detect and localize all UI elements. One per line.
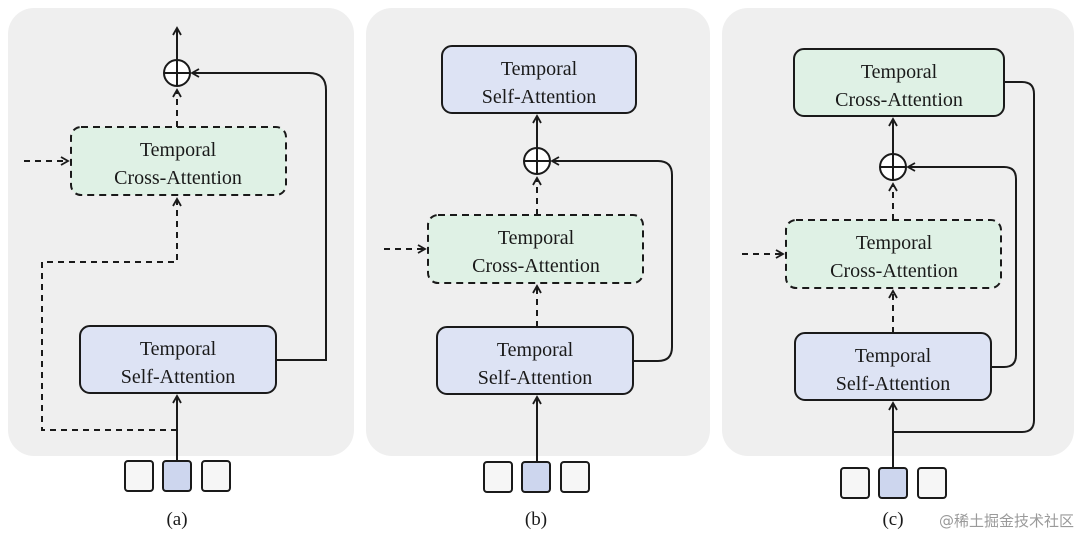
panel-c-token-3 (917, 467, 947, 499)
panel-a-cross-label-2: Cross-Attention (114, 167, 242, 189)
panel-a-caption: (a) (166, 509, 187, 530)
panel-b-add-node (523, 147, 551, 175)
panel-c-add-node (879, 153, 907, 181)
panel-a-skip-dashed-path (41, 197, 182, 431)
watermark: @稀土掘金技术社区 (939, 512, 1074, 530)
panel-a: Temporal Cross-Attention Temporal Self-A… (8, 8, 354, 530)
panel-c-token-1 (840, 467, 870, 499)
panel-b-cross-label-1: Temporal (498, 227, 575, 249)
panel-b-cross-attention-block: Temporal Cross-Attention (427, 214, 644, 284)
panel-b-token-3 (560, 461, 590, 493)
panel-a-token-3 (201, 460, 231, 492)
panel-c-outer-residual-path (893, 81, 1035, 433)
panel-a-residual-path (190, 68, 327, 361)
panel-b-cross-label-2: Cross-Attention (472, 255, 600, 277)
panel-b-caption: (b) (525, 509, 547, 530)
panel-c-cross-attention-block: Temporal Cross-Attention (785, 219, 1002, 289)
panel-c-inner-residual-path (906, 162, 1017, 368)
panel-c-caption: (c) (882, 509, 903, 530)
panel-c-token-2 (878, 467, 908, 499)
panel-a-token-1 (124, 460, 154, 492)
panel-c-top-cross-attention-block: Temporal Cross-Attention (793, 48, 1005, 117)
panel-c-top-label-2: Cross-Attention (835, 89, 963, 111)
panel-b-self-label-1: Temporal (497, 339, 574, 361)
panel-b-residual-path (550, 156, 673, 362)
panel-b-top-label-1: Temporal (501, 58, 578, 80)
panel-a-self-label-1: Temporal (140, 338, 217, 360)
panel-b-self-label-2: Self-Attention (478, 367, 592, 389)
panel-a-cross-attention-block: Temporal Cross-Attention (70, 126, 287, 196)
panel-b-top-self-attention-block: Temporal Self-Attention (441, 45, 637, 114)
panel-c-self-label-1: Temporal (855, 345, 932, 367)
panel-c-cross-label-1: Temporal (856, 232, 933, 254)
panel-c-self-attention-block: Temporal Self-Attention (794, 332, 992, 401)
panel-a-self-attention-block: Temporal Self-Attention (79, 325, 277, 394)
panel-b-token-2 (521, 461, 551, 493)
panel-a-token-2 (162, 460, 192, 492)
panel-b-top-label-2: Self-Attention (482, 86, 596, 108)
panel-a-add-node (163, 59, 191, 87)
panel-b: Temporal Self-Attention Temporal Cross-A… (366, 8, 710, 530)
panel-c-self-label-2: Self-Attention (836, 373, 950, 395)
panel-b-self-attention-block: Temporal Self-Attention (436, 326, 634, 395)
panel-a-cross-label-1: Temporal (140, 139, 217, 161)
panel-c-top-label-1: Temporal (861, 61, 938, 83)
panel-b-token-1 (483, 461, 513, 493)
panel-c-cross-label-2: Cross-Attention (830, 260, 958, 282)
panel-a-self-label-2: Self-Attention (121, 366, 235, 388)
panel-c: Temporal Cross-Attention Temporal Cross-… (722, 8, 1074, 530)
